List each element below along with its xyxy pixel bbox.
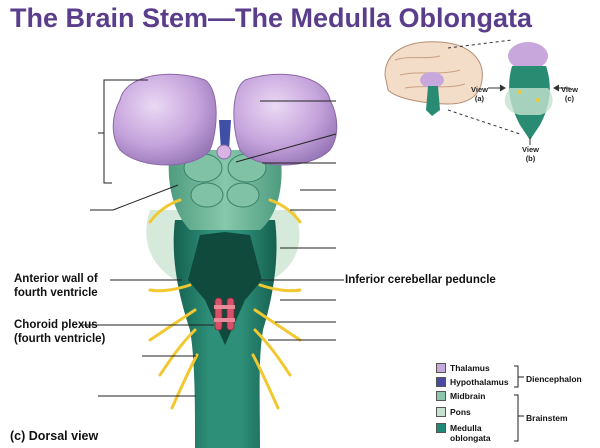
thalamus-right bbox=[233, 73, 338, 166]
legend-brackets bbox=[514, 365, 524, 442]
group-diencephalon: Diencephalon bbox=[526, 374, 582, 384]
page-title: The Brain Stem—The Medulla Oblongata bbox=[10, 3, 533, 33]
legend-swatch bbox=[436, 407, 446, 417]
inset-projection-lines bbox=[447, 39, 521, 135]
color-legend: Thalamus Hypothalamus Midbrain Pons Medu… bbox=[436, 363, 596, 445]
inset-view-arrows bbox=[488, 84, 570, 145]
view-a-label: View(a) bbox=[471, 85, 488, 103]
legend-swatch bbox=[436, 391, 446, 401]
pineal-gland bbox=[216, 144, 232, 160]
cranial-nerves bbox=[148, 198, 302, 410]
group-brainstem: Brainstem bbox=[526, 413, 568, 423]
legend-swatch bbox=[436, 423, 446, 433]
inset-brain-side-view bbox=[384, 41, 483, 116]
leader-lines bbox=[82, 79, 344, 397]
view-b-label: View(b) bbox=[522, 145, 539, 163]
inferior-colliculus-left bbox=[190, 182, 224, 208]
third-ventricle bbox=[219, 120, 231, 150]
thalamus-left bbox=[112, 73, 217, 166]
inset-stem-view bbox=[504, 42, 553, 140]
inferior-cerebellar-peduncle-label: Inferior cerebellar peduncle bbox=[345, 274, 496, 286]
view-c-label: View(c) bbox=[561, 85, 578, 103]
inferior-colliculus-right bbox=[226, 182, 260, 208]
legend-swatch bbox=[436, 377, 446, 387]
figure-caption: (c) Dorsal view bbox=[10, 429, 99, 443]
legend-swatch bbox=[436, 363, 446, 373]
fourth-ventricle-floor bbox=[188, 232, 262, 345]
choroid-plexus-label: Choroid plexus(fourth ventricle) bbox=[14, 319, 106, 345]
choroid-plexus bbox=[214, 297, 235, 331]
